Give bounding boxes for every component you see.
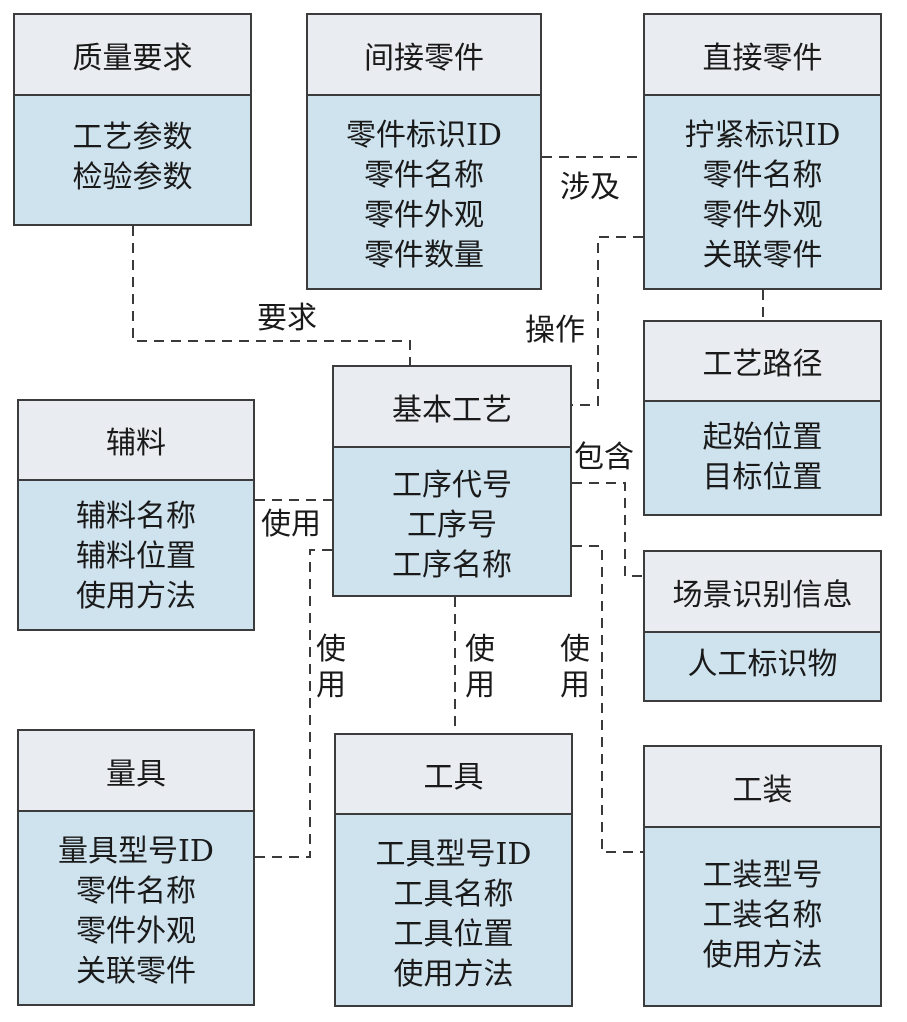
attr: 零件外观 bbox=[364, 198, 484, 233]
relation-label-contain: 包含 bbox=[574, 440, 634, 475]
attr: 零件标识ID bbox=[346, 118, 502, 153]
entity-indirect-part-attrs: 零件标识ID 零件名称 零件外观 零件数量 bbox=[308, 96, 540, 276]
attr: 辅料位置 bbox=[76, 539, 196, 574]
attr: 使用方法 bbox=[76, 579, 196, 614]
attr: 使用方法 bbox=[393, 957, 514, 992]
attr: 零件名称 bbox=[364, 158, 484, 193]
entity-direct-part-title: 直接零件 bbox=[645, 15, 880, 96]
attr: 零件外观 bbox=[702, 198, 823, 233]
entity-basic-process-attrs: 工序代号 工序号 工序名称 bbox=[334, 448, 570, 586]
entity-tool: 工具 工具型号ID 工具名称 工具位置 使用方法 bbox=[334, 733, 573, 1007]
entity-process-route: 工艺路径 起始位置 目标位置 bbox=[643, 320, 882, 516]
attr: 零件外观 bbox=[76, 914, 196, 949]
attr: 工序号 bbox=[407, 508, 497, 543]
relation-label-use-gauge: 使用 bbox=[316, 632, 346, 703]
attr: 目标位置 bbox=[702, 460, 823, 495]
entity-gauge-attrs: 量具型号ID 零件名称 零件外观 关联零件 bbox=[19, 812, 253, 992]
attr: 工具位置 bbox=[393, 917, 514, 952]
entity-basic-process: 基本工艺 工序代号 工序号 工序名称 bbox=[332, 365, 572, 597]
line-use-gauge bbox=[255, 549, 332, 858]
attr: 量具型号ID bbox=[58, 834, 214, 869]
attr: 工具型号ID bbox=[375, 837, 532, 872]
entity-process-route-title: 工艺路径 bbox=[645, 322, 880, 402]
entity-fixture-title: 工装 bbox=[645, 747, 880, 828]
entity-quality-title: 质量要求 bbox=[15, 15, 250, 96]
line-contain bbox=[572, 482, 643, 577]
attr: 零件名称 bbox=[702, 158, 823, 193]
attr: 工具名称 bbox=[393, 877, 514, 912]
attr: 拧紧标识ID bbox=[684, 118, 841, 153]
attr: 使用方法 bbox=[702, 938, 823, 973]
entity-fixture: 工装 工装型号 工装名称 使用方法 bbox=[643, 745, 882, 1007]
entity-scene-info-title: 场景识别信息 bbox=[645, 552, 880, 633]
attr: 起始位置 bbox=[702, 420, 823, 455]
attr: 工装名称 bbox=[702, 898, 823, 933]
relation-label-involve: 涉及 bbox=[560, 170, 620, 205]
attr: 检验参数 bbox=[72, 160, 193, 195]
attr: 工序代号 bbox=[392, 468, 512, 503]
entity-aux-material-attrs: 辅料名称 辅料位置 使用方法 bbox=[19, 481, 253, 617]
attr: 人工标识物 bbox=[687, 647, 838, 682]
relation-label-use-aux: 使用 bbox=[261, 507, 321, 542]
entity-gauge-title: 量具 bbox=[19, 731, 253, 812]
attr: 工序名称 bbox=[392, 548, 512, 583]
entity-basic-process-title: 基本工艺 bbox=[334, 367, 570, 448]
attr: 关联零件 bbox=[76, 954, 196, 989]
entity-direct-part: 直接零件 拧紧标识ID 零件名称 零件外观 关联零件 bbox=[643, 13, 882, 290]
attr: 工装型号 bbox=[702, 858, 823, 893]
attr: 零件数量 bbox=[364, 238, 484, 273]
entity-tool-attrs: 工具型号ID 工具名称 工具位置 使用方法 bbox=[336, 815, 571, 995]
entity-aux-material-title: 辅料 bbox=[19, 401, 253, 481]
attr: 关联零件 bbox=[702, 238, 823, 273]
entity-quality-attrs: 工艺参数 检验参数 bbox=[15, 96, 250, 198]
entity-aux-material: 辅料 辅料名称 辅料位置 使用方法 bbox=[17, 399, 255, 631]
relation-label-operate: 操作 bbox=[525, 313, 585, 348]
attr: 辅料名称 bbox=[76, 499, 196, 534]
entity-quality: 质量要求 工艺参数 检验参数 bbox=[13, 13, 252, 226]
attr: 零件名称 bbox=[76, 874, 196, 909]
entity-direct-part-attrs: 拧紧标识ID 零件名称 零件外观 关联零件 bbox=[645, 96, 880, 276]
entity-scene-info-attrs: 人工标识物 bbox=[645, 633, 880, 685]
relation-label-use-tool: 使用 bbox=[465, 632, 495, 703]
entity-tool-title: 工具 bbox=[336, 735, 571, 815]
entity-indirect-part-title: 间接零件 bbox=[308, 15, 540, 96]
relation-label-use-fixture: 使用 bbox=[560, 632, 590, 703]
entity-fixture-attrs: 工装型号 工装名称 使用方法 bbox=[645, 828, 880, 976]
entity-gauge: 量具 量具型号ID 零件名称 零件外观 关联零件 bbox=[17, 729, 255, 1006]
attr: 工艺参数 bbox=[72, 120, 193, 155]
entity-process-route-attrs: 起始位置 目标位置 bbox=[645, 402, 880, 498]
entity-indirect-part: 间接零件 零件标识ID 零件名称 零件外观 零件数量 bbox=[306, 13, 542, 290]
line-require bbox=[132, 226, 411, 365]
line-operate bbox=[572, 236, 643, 406]
entity-scene-info: 场景识别信息 人工标识物 bbox=[643, 550, 882, 702]
relation-label-require: 要求 bbox=[257, 301, 317, 336]
